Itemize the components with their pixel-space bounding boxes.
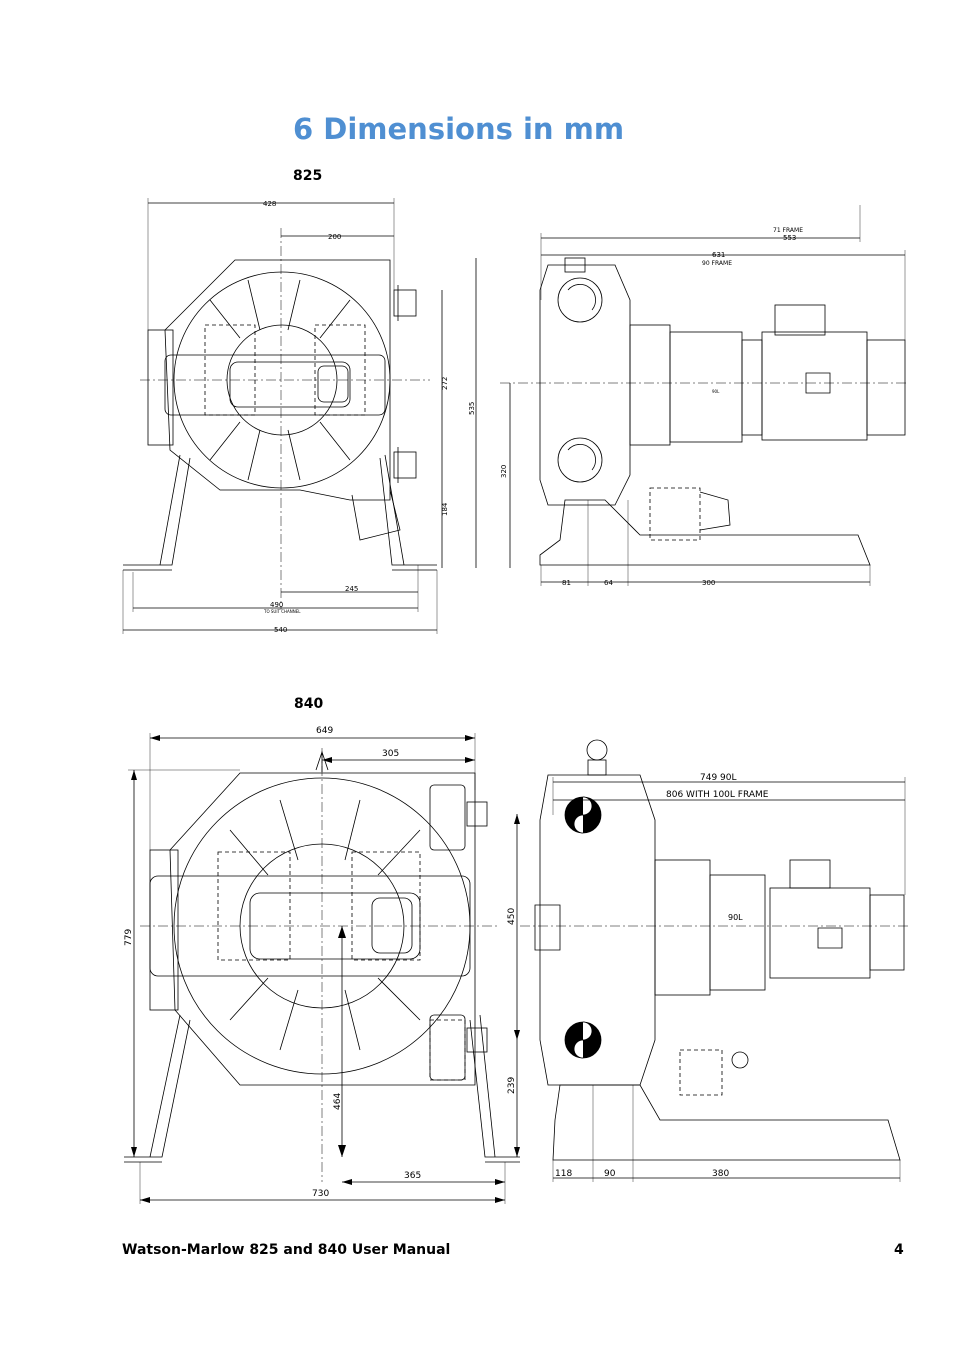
dim-840-806: 806 WITH 100L FRAME [666,790,769,800]
dim-840-779: 779 [124,929,134,946]
footer-manual-title: Watson-Marlow 825 and 840 User Manual [122,1242,451,1258]
dim-840-450: 450 [507,908,517,925]
dim-825-540: 540 [274,626,287,634]
dim-840-730: 730 [312,1189,329,1199]
model-840-label: 840 [294,696,324,712]
dim-825-535: 535 [468,402,476,415]
dim-840-90: 90 [604,1169,616,1179]
dim-825-300: 300 [702,579,715,587]
dim-825-64: 64 [604,579,613,587]
dim-825-320: 320 [500,465,508,478]
dim-825-428: 428 [263,200,276,208]
dim-840-380: 380 [712,1169,729,1179]
dim-840-118: 118 [555,1169,572,1179]
page-title: 6 Dimensions in mm [293,112,625,146]
drawing-825-front [122,198,477,634]
dim-840-649: 649 [316,726,333,736]
dim-840-365: 365 [404,1171,421,1181]
motor-tag-825: 90L [712,389,720,394]
drawing-840-side [520,739,908,1182]
dim-825-184: 184 [441,502,449,516]
model-825-label: 825 [293,168,323,184]
dim-840-749: 749 90L [700,773,737,783]
dim-825-631: 631 [712,251,725,259]
dim-825-200: 200 [328,233,341,241]
dim-825-553: 553 [783,234,796,242]
dim-840-464: 464 [333,1093,343,1110]
drawing-840-front [124,733,520,1204]
dim-825-71frame: 71 FRAME [773,227,803,234]
dim-840-239: 239 [507,1077,517,1094]
dim-825-245: 245 [345,585,358,593]
dim-825-81: 81 [562,579,571,587]
dim-840-305: 305 [382,749,399,759]
drawing-825-side [500,205,908,586]
motor-tag-840: 90L [728,913,743,922]
dim-825-490-note: TO SUIT CHANNEL [263,609,301,614]
footer-page-number: 4 [894,1242,904,1258]
dim-825-90frame: 90 FRAME [702,260,732,267]
dim-825-272: 272 [441,377,449,390]
dim-825-490: 490 [270,601,283,609]
